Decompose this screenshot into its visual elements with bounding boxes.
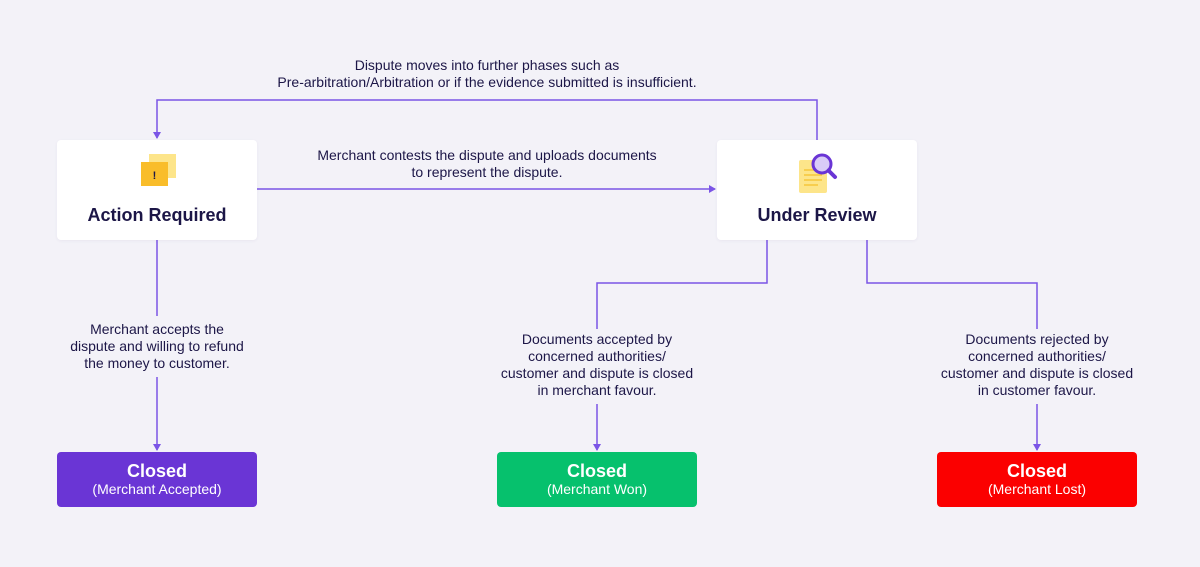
closed-merchant-won-status[interactable]: Closed (Merchant Won)	[497, 452, 697, 507]
contest-note-line1: Merchant contests the dispute and upload…	[317, 147, 657, 163]
closed-merchant-lost-status[interactable]: Closed (Merchant Lost)	[937, 452, 1137, 507]
won-note-line2: concerned authorities/	[528, 348, 666, 364]
lost-note-line3: customer and dispute is closed	[940, 365, 1134, 381]
accept-note-line1: Merchant accepts the	[90, 321, 224, 337]
closed-won-subtitle: (Merchant Won)	[546, 481, 648, 497]
won-connector-upper	[596, 240, 768, 329]
alert-folder-icon: !	[141, 154, 176, 186]
loop-back-note: Dispute moves into further phases such a…	[277, 57, 696, 91]
won-note-line1: Documents accepted by	[521, 331, 673, 347]
lost-note-line2: concerned authorities/	[968, 348, 1106, 364]
lost-note-line1: Documents rejected by	[965, 331, 1109, 347]
won-note-line4: in merchant favour.	[537, 382, 657, 398]
document-magnifier-icon	[799, 153, 837, 193]
accept-note-line3: the money to customer.	[84, 355, 230, 371]
closed-accepted-subtitle: (Merchant Accepted)	[92, 481, 222, 497]
under-review-card[interactable]: Under Review	[717, 140, 917, 240]
closed-lost-subtitle: (Merchant Lost)	[987, 481, 1087, 497]
lost-note: Documents rejected by concerned authorit…	[941, 331, 1133, 399]
loop-back-note-line2: Pre-arbitration/Arbitration or if the ev…	[277, 74, 697, 90]
closed-won-title: Closed	[566, 461, 627, 481]
under-review-title: Under Review	[757, 205, 877, 225]
closed-accepted-title: Closed	[126, 461, 187, 481]
action-required-title: Action Required	[87, 205, 227, 225]
loop-back-note-line1: Dispute moves into further phases such a…	[354, 57, 620, 73]
lost-connector-upper	[866, 240, 1038, 329]
action-required-card[interactable]: ! Action Required	[57, 140, 257, 240]
won-note: Documents accepted by concerned authorit…	[501, 331, 693, 399]
accept-note: Merchant accepts the dispute and willing…	[70, 321, 244, 372]
loop-back-connector	[153, 99, 818, 140]
contest-note-line2: to represent the dispute.	[411, 164, 563, 180]
won-note-line3: customer and dispute is closed	[500, 365, 694, 381]
closed-merchant-accepted-status[interactable]: Closed (Merchant Accepted)	[57, 452, 257, 507]
svg-text:!: !	[153, 170, 157, 182]
contest-note: Merchant contests the dispute and upload…	[317, 147, 656, 181]
lost-note-line4: in customer favour.	[977, 382, 1097, 398]
closed-lost-title: Closed	[1006, 461, 1067, 481]
accept-note-line2: dispute and willing to refund	[70, 338, 244, 354]
